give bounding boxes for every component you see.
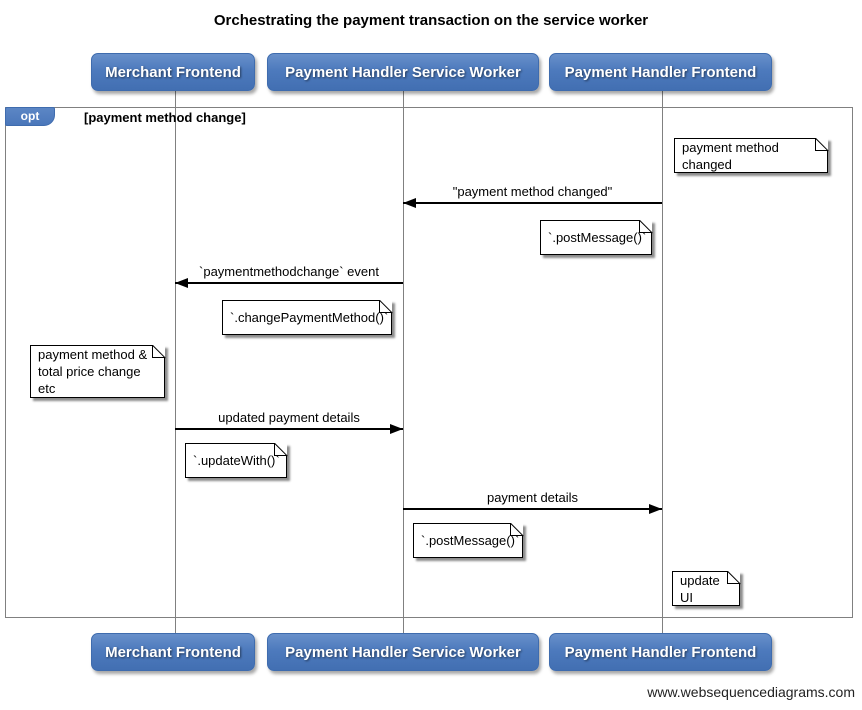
message-line: [175, 282, 403, 284]
message-paymentmethodchange-event: `paymentmethodchange` event: [175, 260, 403, 288]
arrowhead-right-icon: [390, 424, 403, 434]
note-text: `.postMessage()`: [421, 533, 520, 548]
note-update-ui: update UI: [672, 571, 740, 606]
note-price-change: payment method & total price change etc: [30, 345, 165, 398]
note-text: payment method changed: [682, 139, 779, 172]
message-line: [403, 508, 662, 510]
note-fold-icon: [510, 523, 523, 536]
actor-label: Merchant Frontend: [105, 63, 241, 81]
actor-label: Merchant Frontend: [105, 643, 241, 661]
message-payment-details: payment details: [403, 486, 662, 514]
actor-bottom-payment-handler-frontend: Payment Handler Frontend: [549, 633, 772, 671]
note-changepaymentmethod: `.changePaymentMethod()`: [222, 300, 392, 335]
actor-bottom-payment-handler-service-worker: Payment Handler Service Worker: [267, 633, 539, 671]
actor-label: Payment Handler Frontend: [564, 643, 757, 661]
lifeline-payment-handler-frontend: [662, 91, 663, 634]
message-line: [175, 428, 403, 430]
message-label: updated payment details: [218, 410, 360, 425]
message-updated-payment-details: updated payment details: [175, 406, 403, 434]
note-fold-icon: [815, 138, 828, 151]
actor-label: Payment Handler Service Worker: [285, 63, 521, 81]
diagram-title: Orchestrating the payment transaction on…: [213, 12, 649, 29]
note-text: payment method & total price change etc: [38, 347, 148, 396]
note-postmessage-2: `.postMessage()`: [413, 523, 523, 558]
opt-fragment-frame: opt [payment method change]: [5, 107, 853, 618]
actor-label: Payment Handler Frontend: [564, 63, 757, 81]
actor-bottom-merchant-frontend: Merchant Frontend: [91, 633, 255, 671]
message-label: payment details: [486, 490, 579, 505]
arrowhead-left-icon: [175, 278, 188, 288]
note-text: update UI: [680, 572, 720, 605]
arrowhead-left-icon: [403, 198, 416, 208]
message-label: "payment method changed": [452, 184, 613, 199]
opt-condition-label: [payment method change]: [84, 110, 246, 125]
note-text: `.postMessage()`: [548, 230, 647, 245]
note-payment-method-changed: payment method changed: [674, 138, 828, 173]
note-text: `.updateWith()`: [193, 453, 280, 468]
message-label: `paymentmethodchange` event: [199, 264, 379, 279]
actor-top-payment-handler-frontend: Payment Handler Frontend: [549, 53, 772, 91]
note-fold-icon: [379, 300, 392, 313]
note-fold-icon: [639, 220, 652, 233]
note-text: `.changePaymentMethod()`: [230, 310, 389, 325]
actor-label: Payment Handler Service Worker: [285, 643, 521, 661]
arrowhead-right-icon: [649, 504, 662, 514]
actor-top-merchant-frontend: Merchant Frontend: [91, 53, 255, 91]
note-updatewith: `.updateWith()`: [185, 443, 287, 478]
note-fold-icon: [152, 345, 165, 358]
note-fold-icon: [274, 443, 287, 456]
message-payment-method-changed: "payment method changed": [403, 180, 662, 208]
watermark: www.websequencediagrams.com: [647, 684, 855, 700]
opt-operator-badge: opt: [5, 107, 55, 126]
note-postmessage-1: `.postMessage()`: [540, 220, 652, 255]
lifeline-merchant-frontend: [175, 91, 176, 634]
lifeline-payment-handler-service-worker: [403, 91, 404, 634]
note-fold-icon: [727, 571, 740, 584]
actor-top-payment-handler-service-worker: Payment Handler Service Worker: [267, 53, 539, 91]
message-line: [403, 202, 662, 204]
